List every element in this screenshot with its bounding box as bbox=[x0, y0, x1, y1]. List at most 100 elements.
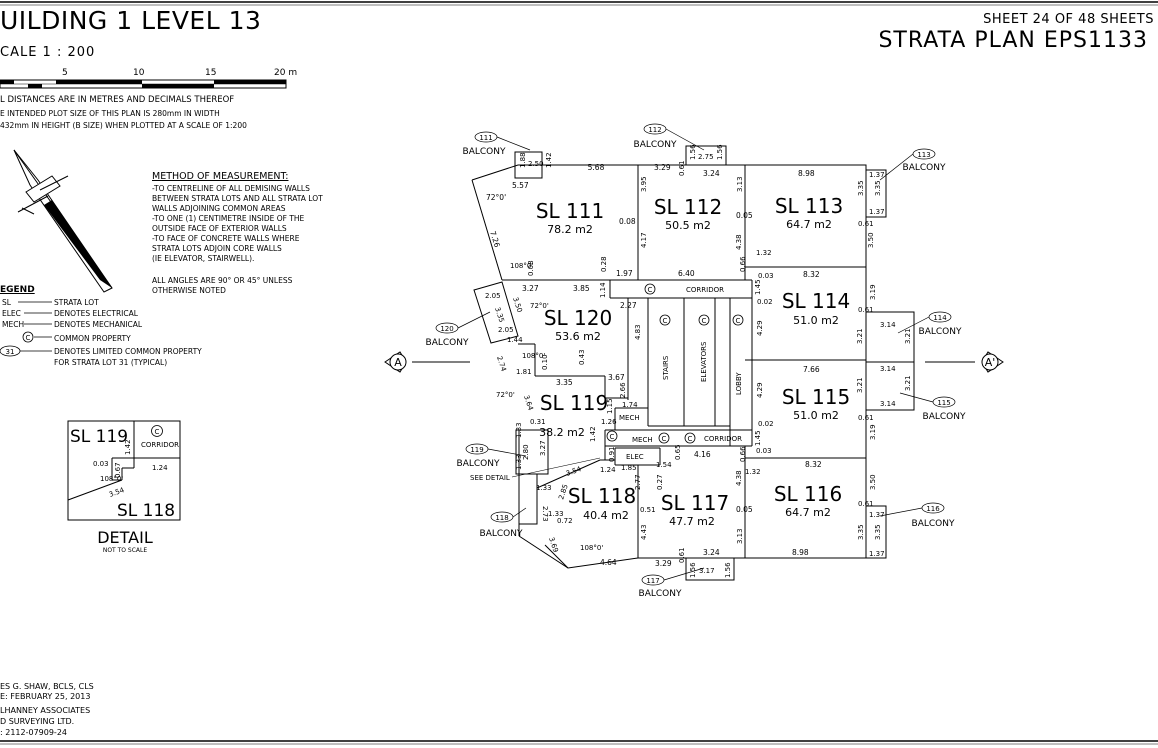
plan-title: UILDING 1 LEVEL 13 bbox=[0, 6, 262, 35]
dimension-label: 0.61 bbox=[678, 160, 686, 176]
dimension-label: 3.35 bbox=[556, 378, 573, 387]
lot-label-118: SL 118 bbox=[568, 484, 636, 508]
dimension-label: 0.51 bbox=[640, 506, 656, 514]
mech-label-1: MECH bbox=[619, 414, 640, 422]
dimension-label: 5.68 bbox=[588, 163, 605, 172]
legend-key-elec: ELEC bbox=[2, 309, 21, 318]
mech-label-2: MECH bbox=[632, 436, 653, 444]
detail-dim-2: 0.03 bbox=[93, 460, 109, 468]
dimension-label: 1.88 bbox=[519, 152, 527, 168]
section-marker-a-prime bbox=[925, 351, 1004, 373]
balcony-116 bbox=[865, 505, 887, 559]
legend-text-lcp: DENOTES LIMITED COMMON PROPERTY bbox=[54, 347, 202, 356]
dimension-label: 108°0' bbox=[510, 262, 533, 270]
dimension-label: 4.64 bbox=[600, 558, 617, 567]
dimension-label: 3.50 bbox=[869, 474, 877, 490]
dimension-label: 1.32 bbox=[745, 468, 761, 476]
dimension-label: 1.45 bbox=[754, 279, 762, 295]
note-distances: L DISTANCES ARE IN METRES AND DECIMALS T… bbox=[0, 95, 235, 105]
north-arrow-icon bbox=[13, 149, 113, 293]
detail-inset bbox=[67, 420, 181, 521]
legend-common-icon bbox=[22, 331, 34, 343]
dimension-label: 1.37 bbox=[869, 171, 885, 179]
dimension-label: 4.83 bbox=[634, 324, 642, 340]
dimension-label: 8.98 bbox=[798, 169, 815, 178]
method-line-8: (IE ELEVATOR, STAIRWELL). bbox=[152, 254, 255, 263]
dimension-label: 1.33 bbox=[548, 510, 564, 518]
method-line-4: -TO ONE (1) CENTIMETRE INSIDE OF THE bbox=[152, 214, 305, 223]
dimension-label: 3.13 bbox=[736, 176, 744, 192]
dimension-label: 3.17 bbox=[699, 567, 715, 575]
lot-area-115: 51.0 m2 bbox=[793, 409, 839, 422]
corridor-label-upper: CORRIDOR bbox=[686, 286, 724, 294]
dimension-label: 1.45 bbox=[754, 430, 762, 446]
dimension-label: 0.65 bbox=[674, 444, 682, 460]
note-plot-size-1: E INTENDED PLOT SIZE OF THIS PLAN IS 280… bbox=[0, 109, 220, 118]
detail-dim-5: 108°0' bbox=[100, 475, 123, 483]
common-mark-2: C bbox=[663, 317, 668, 325]
legend-text-lcp-2: FOR STRATA LOT 31 (TYPICAL) bbox=[54, 358, 168, 367]
dimension-label: 8.32 bbox=[803, 270, 820, 279]
dimension-label: 3.19 bbox=[869, 284, 877, 300]
survey-file-number: : 2112-07909-24 bbox=[0, 728, 67, 737]
lot-area-120: 53.6 m2 bbox=[555, 330, 601, 343]
dimension-label: 3.69 bbox=[547, 536, 559, 553]
legend-title: EGEND bbox=[0, 285, 35, 295]
dimension-label: 6.40 bbox=[678, 269, 695, 278]
legend-text-common: COMMON PROPERTY bbox=[54, 334, 131, 343]
dimension-label: 0.03 bbox=[758, 272, 774, 280]
survey-date: E: FEBRUARY 25, 2013 bbox=[0, 692, 91, 701]
dimension-label: 3.14 bbox=[880, 321, 896, 329]
scale-tick-10: 10 bbox=[133, 68, 145, 78]
dimension-label: 5.57 bbox=[512, 181, 529, 190]
dimension-label: 1.37 bbox=[869, 550, 885, 558]
survey-firm-1: LHANNEY ASSOCIATES bbox=[0, 706, 91, 715]
method-line-5: OUTSIDE FACE OF EXTERIOR WALLS bbox=[152, 224, 287, 233]
method-line-2: BETWEEN STRATA LOTS AND ALL STRATA LOT bbox=[152, 194, 323, 203]
lot-label-115: SL 115 bbox=[782, 385, 850, 409]
common-icon bbox=[732, 314, 744, 326]
lot-area-118: 40.4 m2 bbox=[583, 509, 629, 522]
lot-label-111: SL 111 bbox=[536, 199, 604, 223]
strata-plan-number: STRATA PLAN EPS1133 bbox=[878, 28, 1148, 53]
section-marker-a bbox=[384, 351, 470, 373]
legend-text-elec: DENOTES ELECTRICAL bbox=[54, 309, 138, 318]
dimension-label: 1.81 bbox=[516, 368, 532, 376]
section-label-a: A bbox=[394, 356, 402, 369]
method-line-3: WALLS ADJOINING COMMON AREAS bbox=[152, 204, 286, 213]
detail-dim-1: 1.42 bbox=[124, 439, 132, 455]
legend-key-31: 31 bbox=[6, 348, 15, 356]
dimension-label: 2.77 bbox=[634, 474, 642, 490]
balcony-113 bbox=[865, 169, 887, 218]
balcony-callout-113: 113 bbox=[917, 151, 930, 159]
balcony-label-116: BALCONY bbox=[912, 519, 955, 529]
dimension-label: 0.61 bbox=[858, 220, 874, 228]
lot-area-112: 50.5 m2 bbox=[665, 219, 711, 232]
dimension-label: 1.97 bbox=[616, 269, 633, 278]
dimension-label: 4.29 bbox=[756, 382, 764, 398]
balcony-label-112: BALCONY bbox=[634, 140, 677, 150]
dimension-label: 0.61 bbox=[858, 500, 874, 508]
dimension-label: 3.35 bbox=[874, 180, 882, 196]
common-icon bbox=[658, 432, 670, 444]
dimension-label: 3.21 bbox=[904, 375, 912, 391]
dimension-label: 2.74 bbox=[495, 355, 508, 373]
dimension-label: 2.05 bbox=[498, 326, 514, 334]
corridor-label-lower: CORRIDOR bbox=[704, 435, 742, 443]
balcony-callout-112: 112 bbox=[648, 126, 661, 134]
dimension-label: 0.61 bbox=[858, 306, 874, 314]
dimension-label: 3.21 bbox=[856, 328, 864, 344]
lot-area-114: 51.0 m2 bbox=[793, 314, 839, 327]
dimension-label: 1.74 bbox=[622, 401, 638, 409]
lobby-label: LOBBY bbox=[735, 372, 743, 395]
scale-tick-5: 5 bbox=[62, 68, 68, 78]
dimension-label: 4.17 bbox=[640, 232, 648, 248]
method-line-7: STRATA LOTS ADJOIN CORE WALLS bbox=[152, 244, 282, 253]
lot-label-114: SL 114 bbox=[782, 289, 850, 313]
angles-note-1: ALL ANGLES ARE 90° OR 45° UNLESS bbox=[152, 276, 293, 285]
dimension-label: 1.42 bbox=[589, 426, 597, 442]
dimension-label: 0.66 bbox=[739, 446, 747, 462]
dimension-label: 2.50 bbox=[528, 160, 544, 168]
dimension-label: 72°0' bbox=[486, 193, 506, 202]
balcony-label-120: BALCONY bbox=[426, 338, 469, 348]
